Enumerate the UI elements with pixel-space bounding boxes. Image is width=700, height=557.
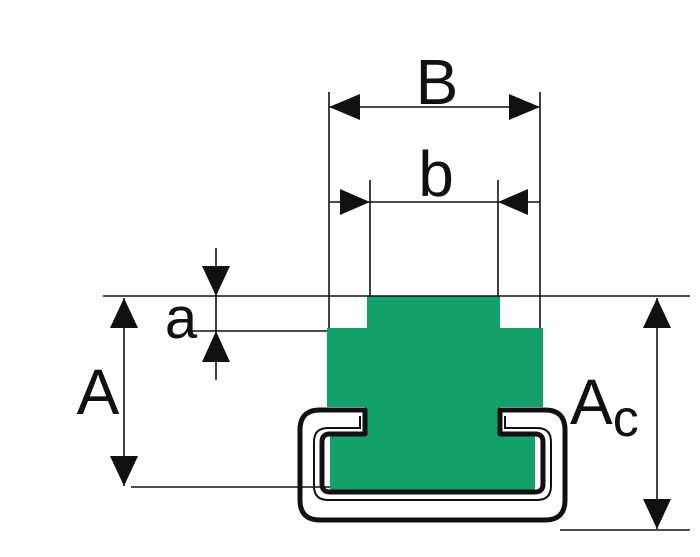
arrowhead-right-icon — [340, 189, 370, 215]
dimension-b-lower: b — [330, 138, 540, 215]
label-a: a — [165, 286, 198, 351]
dimension-Ac: Ac — [570, 298, 671, 529]
dimension-b-upper: B — [329, 46, 540, 120]
label-b: b — [418, 138, 454, 210]
label-A: A — [77, 356, 120, 428]
arrowhead-up-icon — [643, 298, 671, 328]
arrowhead-down-icon — [110, 456, 138, 486]
label-Ac: Ac — [570, 366, 639, 448]
arrowhead-left-icon — [329, 94, 360, 120]
dimension-A: A — [77, 298, 138, 486]
green-profile — [327, 296, 543, 492]
arrowhead-up-icon — [202, 331, 230, 362]
arrowhead-right-icon — [509, 94, 540, 120]
arrowhead-down-icon — [202, 266, 230, 296]
label-B: B — [416, 46, 459, 118]
label-Ac-main: A — [570, 366, 613, 438]
arrowhead-left-icon — [498, 189, 528, 215]
arrowhead-up-icon — [110, 298, 138, 328]
label-Ac-subscript: c — [613, 390, 639, 448]
arrowhead-down-icon — [643, 499, 671, 529]
extension-lines — [103, 92, 690, 531]
dimension-a: a — [165, 266, 230, 362]
